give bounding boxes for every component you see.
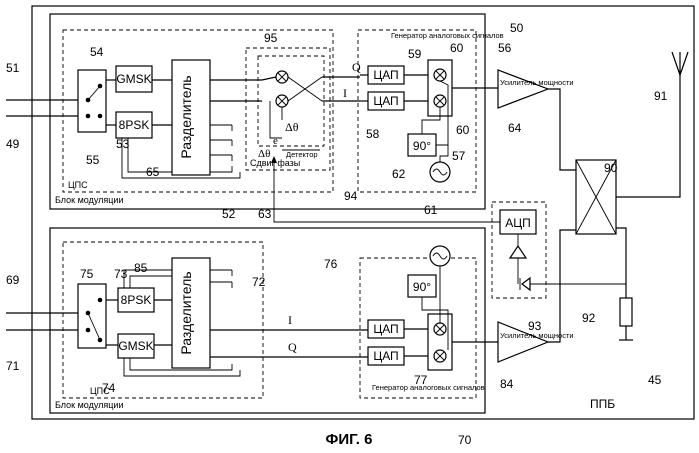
splitter-lower-label: Разделитель xyxy=(178,271,194,354)
modulation-block-lower-label: Блок модуляции xyxy=(55,400,123,410)
switch-contact xyxy=(86,114,91,119)
switch-box-lower xyxy=(78,284,106,348)
ref-62: 62 xyxy=(392,167,406,181)
ref-50: 50 xyxy=(510,21,524,35)
ref-92: 92 xyxy=(582,311,596,325)
e-label: e xyxy=(273,135,278,147)
buffer-icon xyxy=(510,246,526,258)
antenna-icon xyxy=(672,52,688,75)
ref-73: 73 xyxy=(114,267,128,281)
dac-upper-i-label: ЦАП xyxy=(373,94,398,108)
wire xyxy=(548,89,576,170)
switch-contact xyxy=(98,298,103,303)
ref-65: 65 xyxy=(146,165,160,179)
ref-59: 59 xyxy=(408,47,422,61)
i-lower-label: I xyxy=(288,313,292,327)
ref-77: 77 xyxy=(414,373,428,387)
8psk-upper-label: 8PSK xyxy=(119,118,150,132)
ref-91: 91 xyxy=(654,89,668,103)
dac-lower-q-label: ЦАП xyxy=(373,349,398,363)
ref-53: 53 xyxy=(116,137,130,151)
ref-57: 57 xyxy=(452,149,466,163)
ref-56: 56 xyxy=(498,41,512,55)
ref-74: 74 xyxy=(102,381,116,395)
ref-71: 71 xyxy=(6,359,20,373)
ref-58: 58 xyxy=(366,127,380,141)
wire xyxy=(616,75,680,197)
switch-contact xyxy=(98,114,103,119)
bus-line xyxy=(124,270,172,288)
ref-70: 70 xyxy=(458,433,472,447)
ref-51: 51 xyxy=(6,61,20,75)
splitter-upper-label: Разделитель xyxy=(178,75,194,158)
ref-64: 64 xyxy=(508,121,522,135)
bus-line xyxy=(130,276,172,288)
ref-94: 94 xyxy=(344,189,358,203)
dsp-upper-label: ЦПС xyxy=(68,180,88,190)
q-lower-label: Q xyxy=(288,340,297,354)
ref-54: 54 xyxy=(90,45,104,59)
diode-icon xyxy=(522,278,530,290)
gmsk-upper-label: GMSK xyxy=(116,72,151,86)
switch-contact xyxy=(86,328,91,333)
delta-theta-small: Δθ xyxy=(285,120,299,134)
analog-gen-lower-label: Генератор аналоговых сигналов xyxy=(372,383,485,392)
ref-76: 76 xyxy=(324,257,338,271)
ref-61: 61 xyxy=(424,203,438,217)
q-upper-label: Q xyxy=(352,60,361,74)
ref-93: 93 xyxy=(528,319,542,333)
switch-box-upper xyxy=(78,70,106,132)
wire xyxy=(440,145,448,162)
i-upper-label: I xyxy=(343,86,347,100)
power-amp-upper xyxy=(498,70,548,108)
ref-60b: 60 xyxy=(456,123,470,137)
ref-84: 84 xyxy=(500,377,514,391)
ref-63: 63 xyxy=(258,207,272,221)
ref-72: 72 xyxy=(252,275,266,289)
wire xyxy=(616,228,626,298)
8psk-lower-label: 8PSK xyxy=(121,293,152,307)
ref-52: 52 xyxy=(222,207,236,221)
analog-gen-upper-label: Генератор аналоговых сигналов xyxy=(391,31,504,40)
ref-45: 45 xyxy=(648,373,662,387)
detector-label: Детектор xyxy=(286,150,318,159)
wire xyxy=(548,230,576,342)
amp-upper-label: Усилитель мощности xyxy=(500,78,574,87)
ref-75: 75 xyxy=(80,267,94,281)
phase90-upper-label: 90° xyxy=(413,139,431,153)
resistor-92 xyxy=(620,298,632,326)
wire xyxy=(262,77,276,80)
adc-label: АЦП xyxy=(505,216,531,230)
ppb-label: ППБ xyxy=(590,397,615,411)
modulation-block-upper-label: Блок модуляции xyxy=(55,195,123,205)
ref-60a: 60 xyxy=(450,41,464,55)
ref-55: 55 xyxy=(86,153,100,167)
dac-upper-q-label: ЦАП xyxy=(373,68,398,82)
ref-85: 85 xyxy=(134,261,148,275)
ref-90: 90 xyxy=(604,161,618,175)
gmsk-lower-label: GMSK xyxy=(118,339,153,353)
dac-lower-i-label: ЦАП xyxy=(373,322,398,336)
ref-95: 95 xyxy=(264,31,278,45)
ref-69: 69 xyxy=(6,273,20,287)
delta-theta: Δθ xyxy=(258,148,270,160)
figure-caption: ФИГ. 6 xyxy=(326,431,373,448)
ref-49: 49 xyxy=(6,137,20,151)
phase90-lower-label: 90° xyxy=(413,280,431,294)
feedback-line xyxy=(274,160,500,222)
